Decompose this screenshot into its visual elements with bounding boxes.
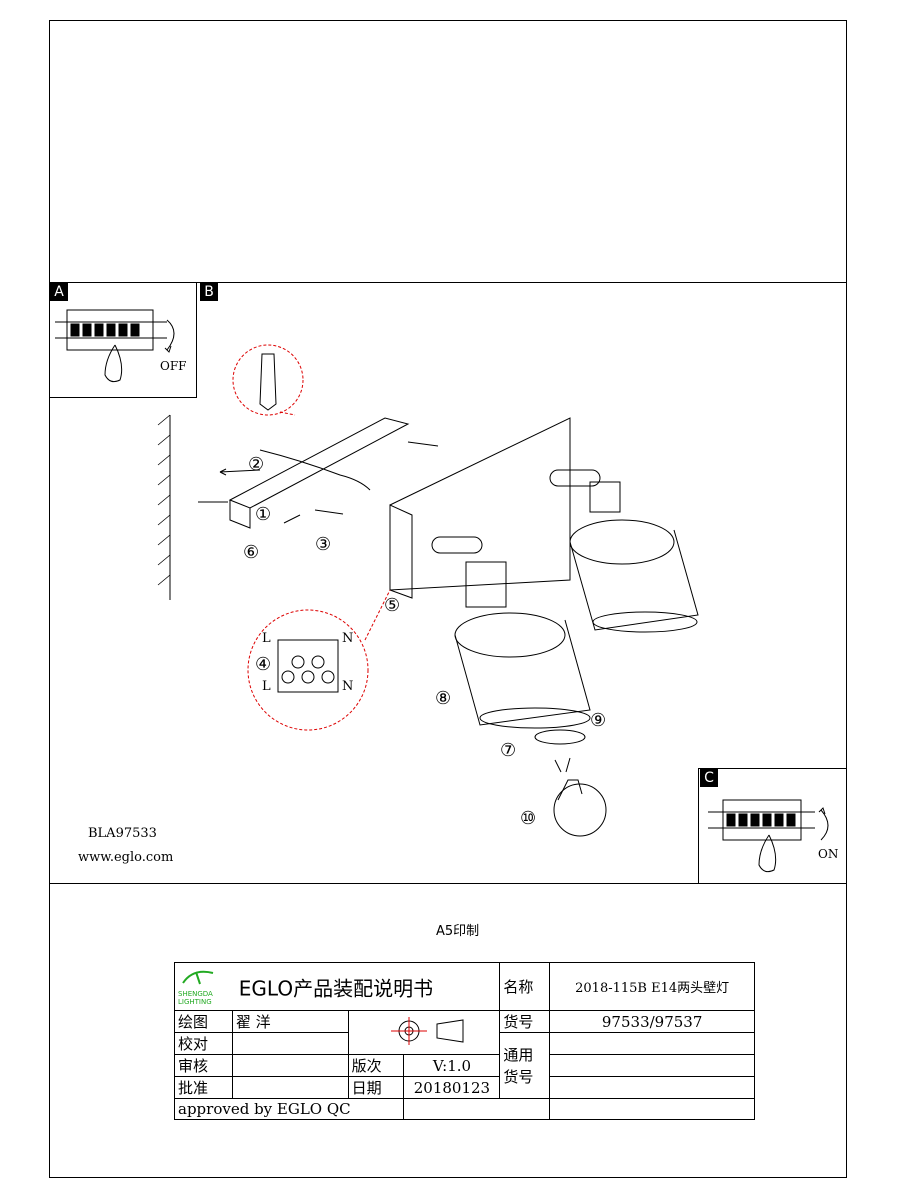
step-7-marker: ⑦	[500, 740, 516, 761]
divider-top	[49, 282, 847, 283]
review-label: 审核	[174, 1054, 233, 1077]
name-label: 名称	[499, 962, 551, 1011]
logo: SHENGDA LIGHTING	[178, 968, 234, 1006]
projection-symbol-icon	[390, 1016, 464, 1045]
step-2-marker: ②	[248, 454, 264, 475]
approve-value	[231, 1076, 349, 1099]
step-6-marker: ⑥	[243, 542, 259, 563]
approved-by-text: approved by EGLO QC	[173, 1098, 405, 1120]
common-article-value-1	[549, 1032, 755, 1055]
terminal-l-bottom: L	[262, 679, 271, 694]
approved-blank-2	[549, 1098, 755, 1120]
article-label: 货号	[499, 1010, 551, 1033]
approved-blank-1	[403, 1098, 551, 1120]
print-note: A5印制	[436, 924, 480, 939]
review-value	[231, 1054, 349, 1077]
panel-b-label: B	[200, 283, 218, 301]
version-label: 版次	[347, 1054, 405, 1077]
terminal-n-top: N	[342, 631, 353, 646]
date-value: 20180123	[403, 1076, 501, 1099]
breaker-off-illustration: OFF	[55, 309, 187, 383]
step-4-marker: ④	[255, 654, 271, 675]
projection-symbol-cell	[347, 1010, 501, 1055]
common-article-value-3	[549, 1076, 755, 1099]
model-number: BLA97533	[88, 826, 157, 841]
common-article-label: 通用 货号	[499, 1032, 551, 1099]
terminal-l-top: L	[262, 631, 271, 646]
drawn-value: 翟 洋	[231, 1010, 349, 1033]
breaker-on-illustration: ON	[708, 799, 838, 873]
panel-a-label: A	[50, 283, 68, 301]
step-8-marker: ⑧	[435, 688, 451, 709]
title-cell: SHENGDA LIGHTING EGLO产品装配说明书	[173, 962, 501, 1011]
step-1-marker: ①	[255, 504, 271, 525]
document-title: EGLO产品装配说明书	[238, 976, 434, 1000]
article-value: 97533/97537	[549, 1010, 755, 1033]
page-frame	[49, 20, 847, 1178]
panel-a	[49, 282, 197, 398]
step-5-marker: ⑤	[384, 595, 400, 616]
switch-off-text: OFF	[160, 359, 187, 373]
website: www.eglo.com	[78, 850, 174, 865]
panel-c-label: C	[700, 769, 718, 787]
version-value: V:1.0	[403, 1054, 501, 1077]
check-label: 校对	[174, 1032, 233, 1055]
switch-on-text: ON	[818, 847, 838, 861]
approve-label: 批准	[174, 1076, 233, 1099]
panel-c	[698, 768, 847, 884]
assembly-diagram: ① ② ③ ④ ⑤ ⑥ ⑦ ⑧ ⑨ ⑩ L N L N	[157, 344, 699, 837]
common-article-value-2	[549, 1054, 755, 1077]
step-3-marker: ③	[315, 534, 331, 555]
name-value: 2018-115B E14两头壁灯	[549, 962, 755, 1011]
drawn-label: 绘图	[174, 1010, 233, 1033]
title-block: SHENGDA LIGHTING EGLO产品装配说明书 名称 2018-115…	[173, 962, 755, 1120]
step-9-marker: ⑨	[590, 710, 606, 731]
logo-mark-icon	[182, 970, 214, 984]
divider-bottom	[49, 883, 847, 884]
step-10-marker: ⑩	[520, 808, 536, 829]
terminal-n-bottom: N	[342, 679, 353, 694]
check-value	[231, 1032, 349, 1055]
date-label: 日期	[347, 1076, 405, 1099]
